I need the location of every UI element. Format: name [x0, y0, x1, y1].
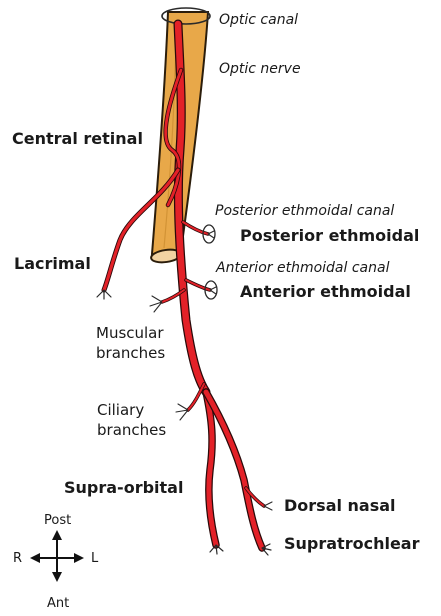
- label-optic-nerve: Optic nerve: [219, 62, 301, 76]
- compass-ant-label: Ant: [47, 597, 69, 610]
- label-anterior-ethmoidal-canal: Anterior ethmoidal canal: [216, 261, 389, 275]
- label-supra-orbital: Supra-orbital: [64, 480, 183, 496]
- compass-post-label: Post: [44, 514, 71, 527]
- label-muscular-line1: Muscular: [96, 326, 164, 341]
- compass-left-label: L: [91, 552, 98, 565]
- label-ciliary-line2: branches: [97, 423, 166, 438]
- label-supratrochlear: Supratrochlear: [284, 536, 419, 552]
- label-posterior-ethmoidal: Posterior ethmoidal: [240, 228, 419, 244]
- label-anterior-ethmoidal: Anterior ethmoidal: [240, 284, 411, 300]
- label-central-retinal: Central retinal: [12, 131, 143, 147]
- label-optic-canal: Optic canal: [219, 13, 298, 27]
- compass-right-label: R: [13, 552, 22, 565]
- orientation-compass: [30, 530, 84, 582]
- label-dorsal-nasal: Dorsal nasal: [284, 498, 396, 514]
- label-ciliary-line1: Ciliary: [97, 403, 144, 418]
- label-muscular-line2: branches: [96, 346, 165, 361]
- label-posterior-ethmoidal-canal: Posterior ethmoidal canal: [215, 204, 394, 218]
- label-lacrimal: Lacrimal: [14, 256, 91, 272]
